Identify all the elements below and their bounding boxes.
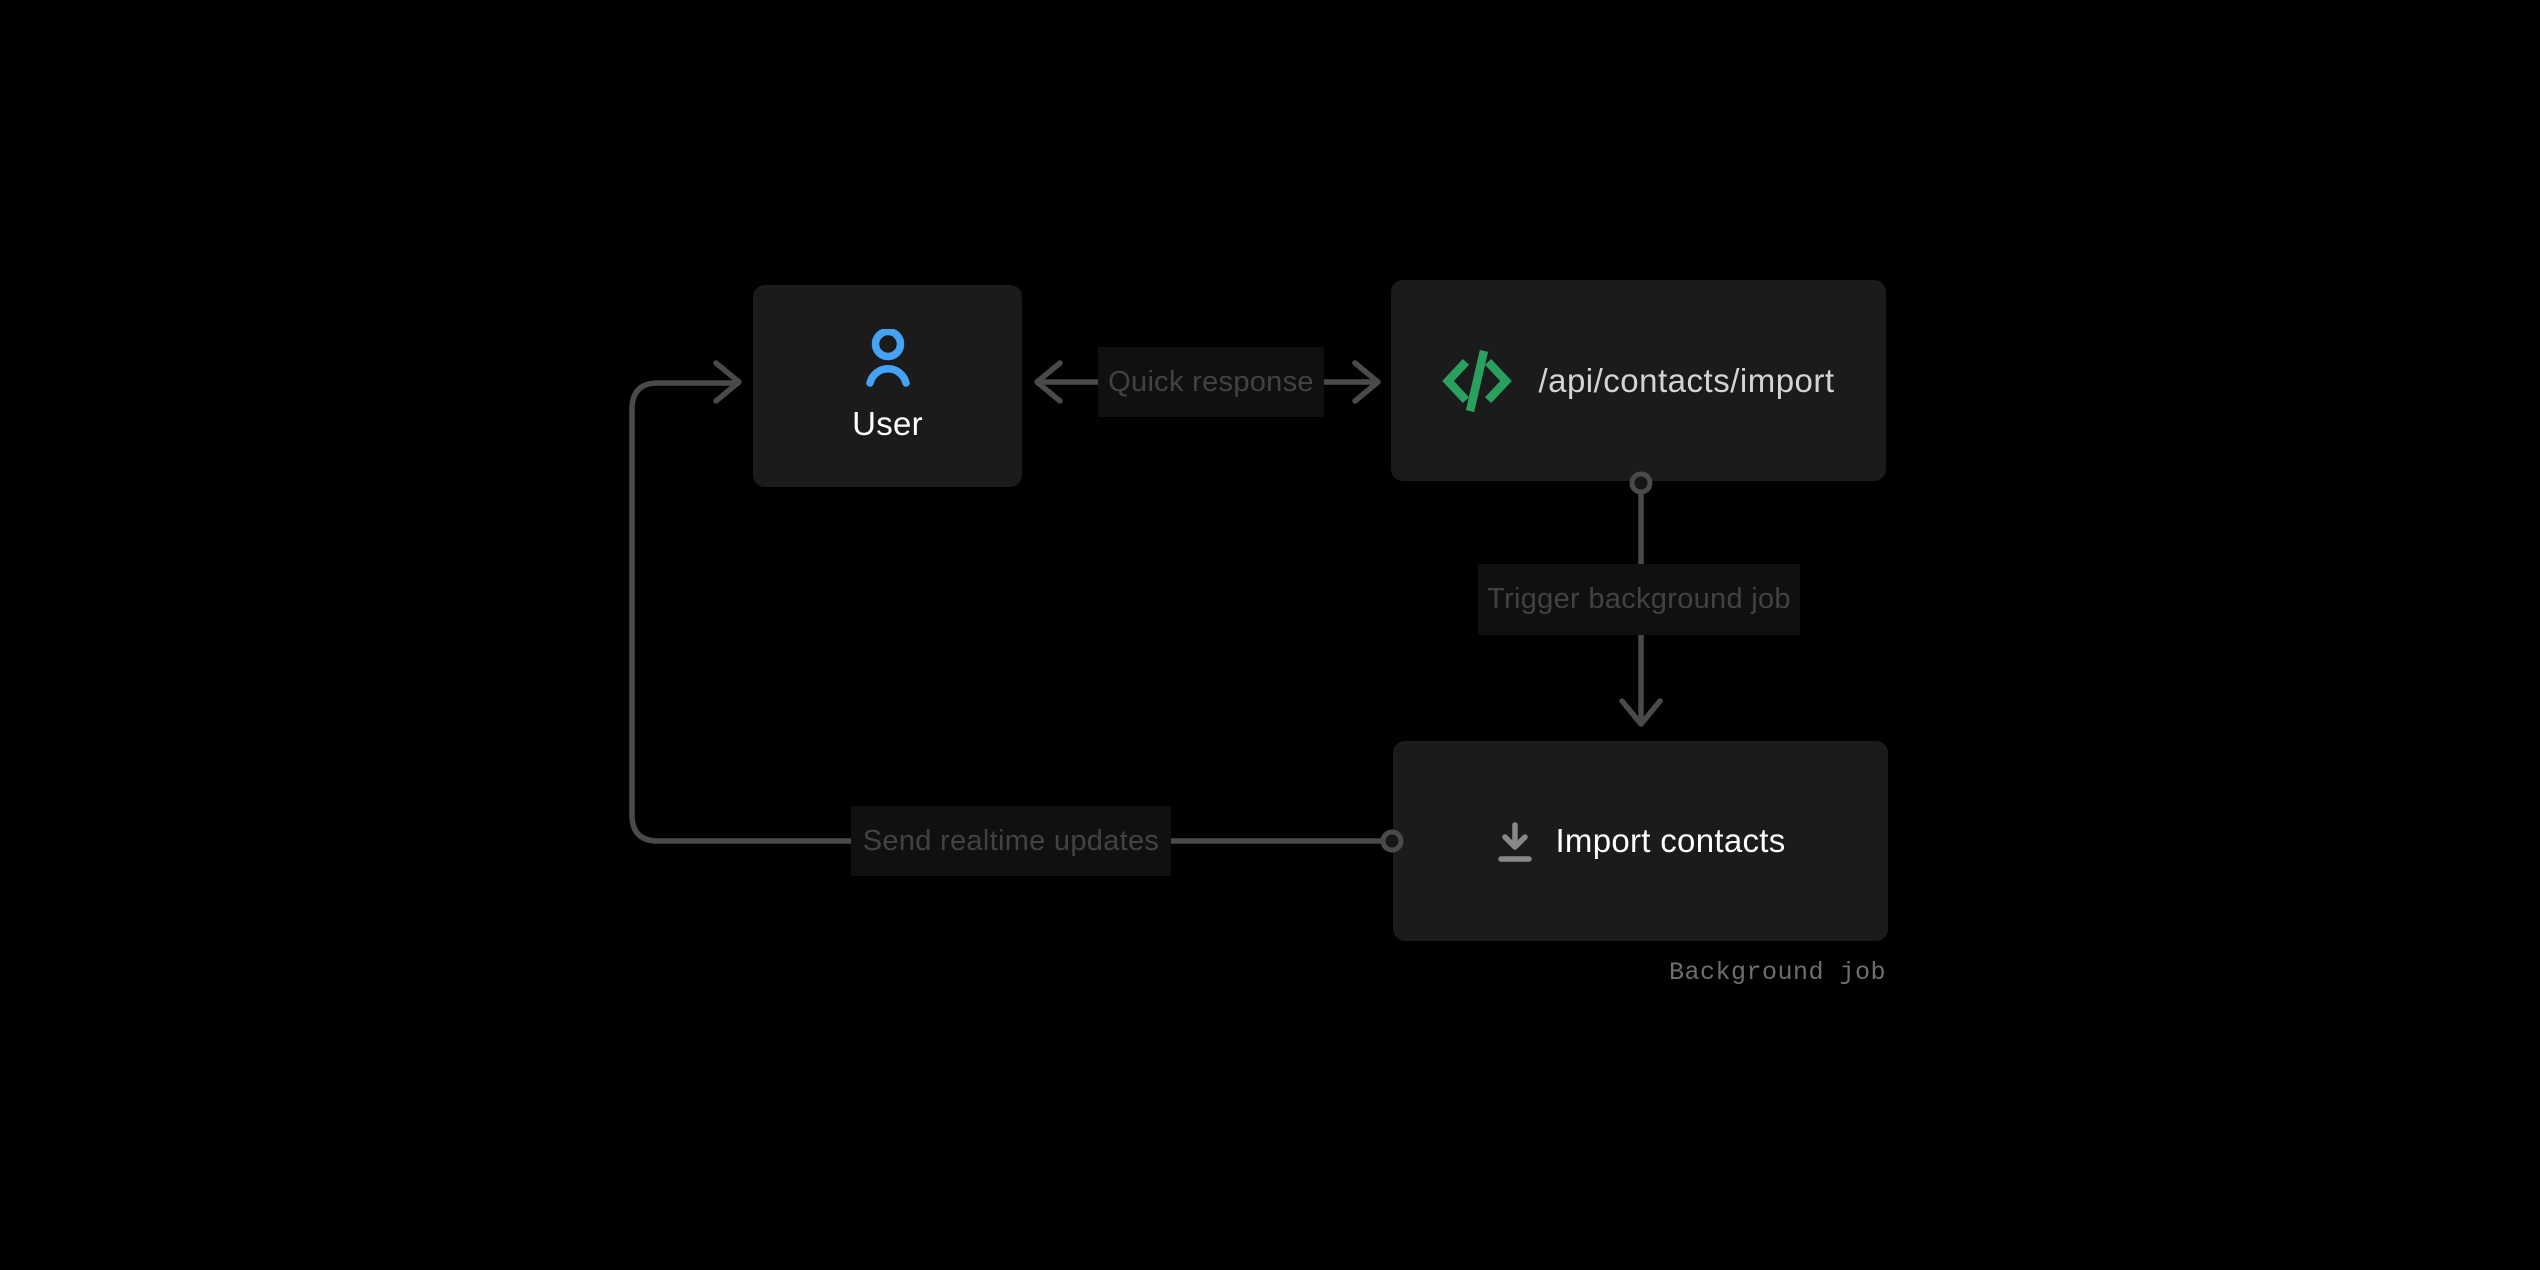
arrowhead-right-icon (1352, 360, 1381, 404)
edge-label-trigger-background-job: Trigger background job (1478, 564, 1800, 635)
edge-send-updates-line (629, 380, 1385, 844)
edge-label-send-realtime-updates: Send realtime updates (851, 806, 1171, 876)
connection-dot-import (1380, 829, 1404, 853)
code-icon (1442, 347, 1513, 415)
arrowhead-loop-icon (713, 360, 742, 404)
arrowhead-down-icon (1619, 698, 1663, 727)
connection-dot-api (1629, 471, 1653, 495)
annotation-background-job: Background job (1668, 958, 1886, 987)
node-user: User (753, 285, 1022, 487)
node-api-endpoint: /api/contacts/import (1391, 280, 1886, 481)
node-user-label: User (852, 405, 923, 442)
user-icon (865, 329, 911, 387)
node-import-contacts: Import contacts (1393, 741, 1888, 941)
download-icon (1495, 821, 1535, 865)
edge-label-quick-response: Quick response (1098, 347, 1324, 417)
node-api-label: /api/contacts/import (1538, 361, 1835, 399)
node-import-label: Import contacts (1555, 822, 1786, 859)
arrowhead-left-icon (1034, 360, 1063, 404)
